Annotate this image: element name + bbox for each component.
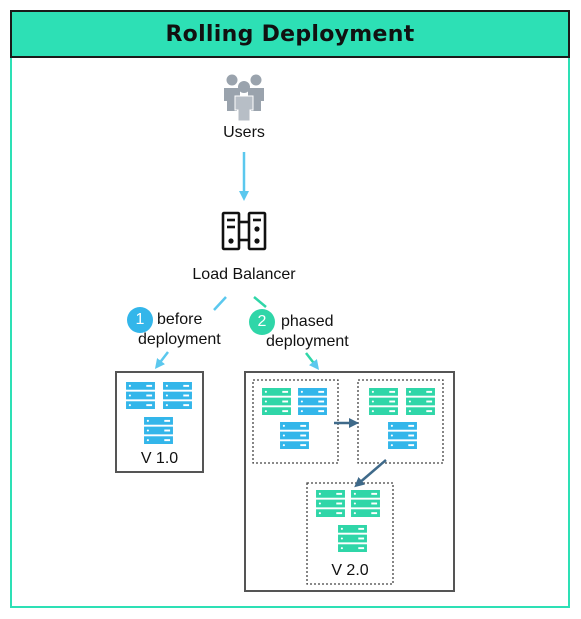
load-balancer-icon <box>221 211 267 251</box>
users-icon <box>224 74 264 122</box>
step-1-badge: 1 <box>127 307 153 333</box>
v1-server-2 <box>163 382 192 409</box>
phase3-cluster <box>306 482 394 585</box>
step-2-badge: 2 <box>249 309 275 335</box>
phase2-server-2 <box>406 388 435 415</box>
lb-branch-right <box>253 296 267 308</box>
v1-label: V 1.0 <box>140 450 179 467</box>
phased-arrow <box>305 352 320 370</box>
step-2-line1: phased <box>281 313 334 330</box>
v1-box <box>115 371 204 473</box>
phase3-server-1 <box>316 490 345 517</box>
phase3-server-3 <box>338 525 367 552</box>
phase2-server-3 <box>388 422 417 449</box>
load-balancer-label: Load Balancer <box>192 266 296 283</box>
phase2-to-phase3-arrow <box>354 459 387 488</box>
v2-box <box>244 371 455 592</box>
phase1-server-2 <box>298 388 327 415</box>
phase1-server-3 <box>280 422 309 449</box>
step-1-line1: before <box>157 311 203 328</box>
title-bar: Rolling Deployment <box>10 10 570 58</box>
before-arrow <box>154 351 169 369</box>
lb-branch-left <box>213 296 227 311</box>
v1-server-1 <box>126 382 155 409</box>
users-label: Users <box>223 124 265 141</box>
diagram-title: Rolling Deployment <box>165 21 415 47</box>
phase1-server-1 <box>262 388 291 415</box>
phase3-server-2 <box>351 490 380 517</box>
v1-server-3 <box>144 417 173 444</box>
v2-label: V 2.0 <box>331 562 369 579</box>
step-1-line2: deployment <box>138 331 221 348</box>
step-2-line2: deployment <box>266 333 349 350</box>
phase2-server-1 <box>369 388 398 415</box>
